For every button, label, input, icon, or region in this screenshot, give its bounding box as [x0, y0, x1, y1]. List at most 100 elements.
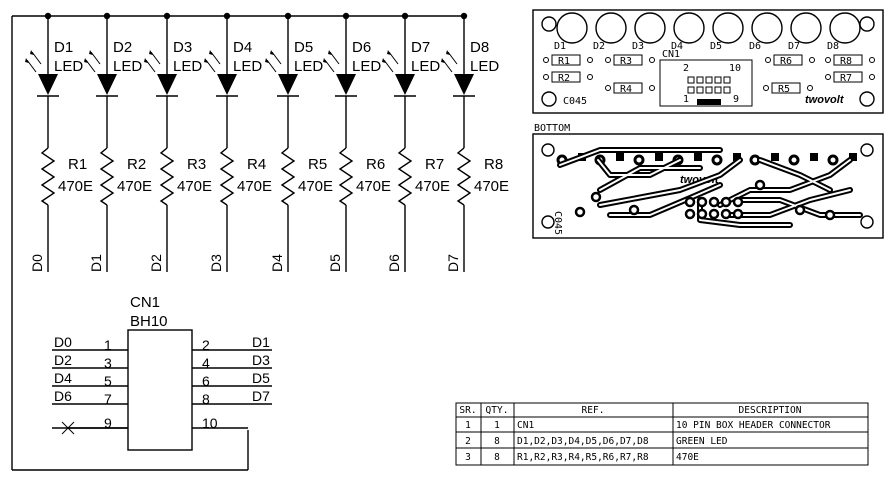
resistor-ref-label: R8: [484, 156, 503, 173]
led-arrow: [447, 51, 458, 65]
net-label: D0: [29, 254, 45, 272]
resistor-symbol: [338, 147, 354, 206]
net-label: D1: [88, 254, 104, 272]
resistor-symbol: [280, 147, 296, 206]
resistor-value-label: 470E: [298, 178, 333, 195]
led-arrow: [383, 59, 394, 73]
resistor-ref-label: R1: [68, 156, 87, 173]
led-arrow: [90, 51, 101, 65]
resistor-ref-label: R6: [366, 156, 385, 173]
resistor-value-label: 470E: [117, 178, 152, 195]
cn1-pin-number: 1: [104, 337, 112, 353]
cn1-pin-number: 10: [202, 415, 218, 431]
net-label: D6: [386, 254, 402, 272]
cn1-body: [127, 329, 193, 451]
resistor-value-label: 470E: [474, 178, 509, 195]
led-arrow-head: [382, 58, 386, 63]
cn1-ref-label: CN1: [130, 294, 160, 311]
led-arrow: [329, 51, 340, 65]
cn1-pin-number: 6: [202, 373, 210, 389]
led-arrow-head: [328, 50, 332, 55]
led-arrow-head: [89, 50, 93, 55]
led-arrow-head: [270, 50, 274, 55]
resistor-ref-label: R4: [247, 156, 266, 173]
led-arrow: [205, 59, 216, 73]
net-label: D4: [269, 254, 285, 272]
led-arrow: [150, 51, 161, 65]
cn1-pin-number: 7: [104, 391, 112, 407]
net-label: D5: [327, 254, 343, 272]
led-arrow: [266, 59, 277, 73]
resistor-symbol: [99, 147, 115, 206]
led-arrow: [31, 51, 42, 65]
led-ref-label: D1: [54, 39, 73, 56]
cn1-left-net-label: D6: [54, 388, 72, 404]
led-type-label: LED: [411, 58, 440, 75]
led-symbol: [97, 74, 117, 95]
led-arrow-head: [144, 58, 148, 63]
resistor-symbol: [397, 147, 413, 206]
resistor-symbol: [40, 147, 56, 206]
cn1-right-net-label: D5: [252, 370, 270, 386]
resistor-value-label: 470E: [58, 178, 93, 195]
led-arrow: [324, 59, 335, 73]
led-arrow-head: [323, 58, 327, 63]
led-type-label: LED: [233, 58, 262, 75]
resistor-ref-label: R5: [308, 156, 327, 173]
led-symbol: [157, 74, 177, 95]
net-label: D2: [148, 254, 164, 272]
led-arrow-head: [204, 58, 208, 63]
led-ref-label: D8: [470, 39, 489, 56]
net-label: D3: [208, 254, 224, 272]
led-arrow-head: [387, 50, 391, 55]
led-symbol: [454, 74, 474, 95]
led-arrow: [271, 51, 282, 65]
led-arrow-head: [84, 58, 88, 63]
cn1-left-net-label: D0: [54, 334, 72, 350]
cn1-right-net-label: D1: [252, 334, 270, 350]
led-type-label: LED: [54, 58, 83, 75]
led-symbol: [38, 74, 58, 95]
led-symbol: [336, 74, 356, 95]
led-ref-label: D5: [294, 39, 313, 56]
led-type-label: LED: [470, 58, 499, 75]
led-arrow-head: [209, 50, 213, 55]
cn1-pin-number: 4: [202, 355, 210, 371]
resistor-symbol: [159, 147, 175, 206]
led-arrow-head: [265, 58, 269, 63]
led-arrow: [85, 59, 96, 73]
led-type-label: LED: [294, 58, 323, 75]
led-symbol: [217, 74, 237, 95]
led-symbol: [278, 74, 298, 95]
resistor-value-label: 470E: [237, 178, 272, 195]
cn1-type-label: BH10: [130, 313, 168, 330]
led-ref-label: D6: [352, 39, 371, 56]
led-ref-label: D2: [113, 39, 132, 56]
led-type-label: LED: [173, 58, 202, 75]
led-type-label: LED: [352, 58, 381, 75]
led-arrow: [210, 51, 221, 65]
resistor-ref-label: R7: [425, 156, 444, 173]
cn1-pin-number: 2: [202, 337, 210, 353]
led-ref-label: D7: [411, 39, 430, 56]
cn1-right-net-label: D3: [252, 352, 270, 368]
led-arrow-head: [30, 50, 34, 55]
led-type-label: LED: [113, 58, 142, 75]
cn1-pin-number: 9: [104, 415, 112, 431]
resistor-value-label: 470E: [177, 178, 212, 195]
led-arrow-head: [25, 58, 29, 63]
led-arrow: [26, 59, 37, 73]
led-ref-label: D3: [173, 39, 192, 56]
cn1-pin-number: 5: [104, 373, 112, 389]
resistor-symbol: [456, 147, 472, 206]
led-arrow: [145, 59, 156, 73]
led-ref-label: D4: [233, 39, 252, 56]
cn1-left-net-label: D4: [54, 370, 72, 386]
led-arrow: [442, 59, 453, 73]
led-arrow-head: [149, 50, 153, 55]
resistor-ref-label: R3: [187, 156, 206, 173]
led-arrow-head: [441, 58, 445, 63]
led-arrow-head: [446, 50, 450, 55]
